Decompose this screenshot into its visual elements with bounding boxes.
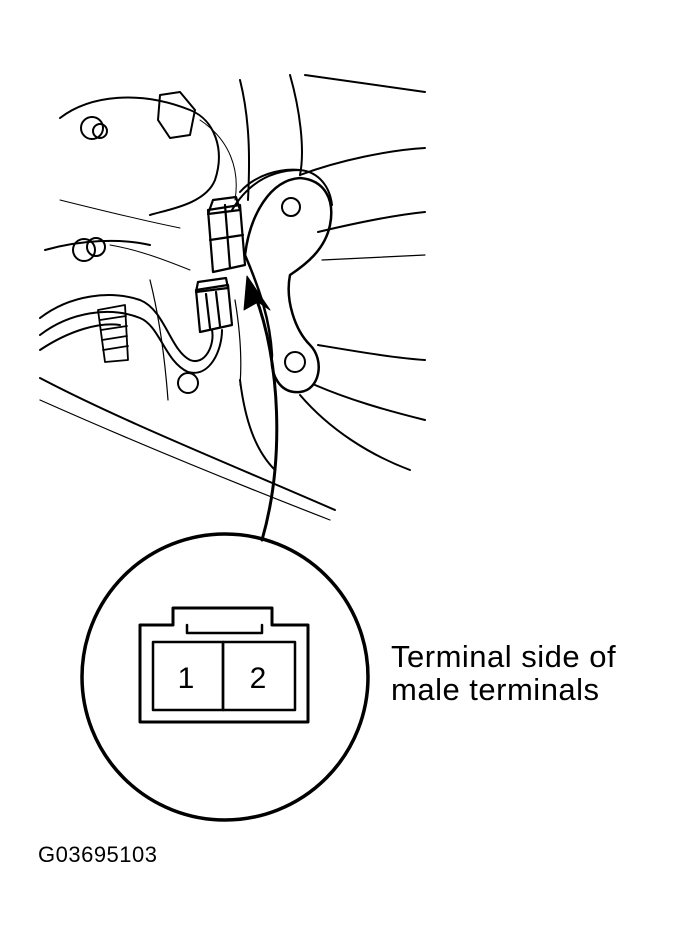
terminal-1-label: 1 bbox=[178, 662, 195, 695]
connector-face-detail bbox=[138, 606, 310, 724]
callout-label-line-2: male terminals bbox=[391, 672, 600, 707]
harness-sleeve bbox=[97, 304, 129, 363]
terminal-2-cavity bbox=[221, 640, 297, 712]
leader-line bbox=[253, 293, 279, 542]
leader-arrowhead bbox=[243, 275, 271, 311]
figure-code: G03695103 bbox=[38, 842, 158, 867]
callout-magnifier-circle bbox=[80, 532, 370, 822]
male-connector bbox=[194, 276, 234, 334]
mounting-bracket bbox=[243, 176, 333, 394]
callout-label-line-1: Terminal side of bbox=[391, 639, 617, 674]
rubber-grommet bbox=[157, 91, 196, 139]
female-connector bbox=[206, 195, 247, 274]
wire-harness bbox=[39, 169, 333, 374]
engine-body-outline bbox=[39, 74, 426, 521]
terminal-2-label: 2 bbox=[250, 662, 267, 695]
